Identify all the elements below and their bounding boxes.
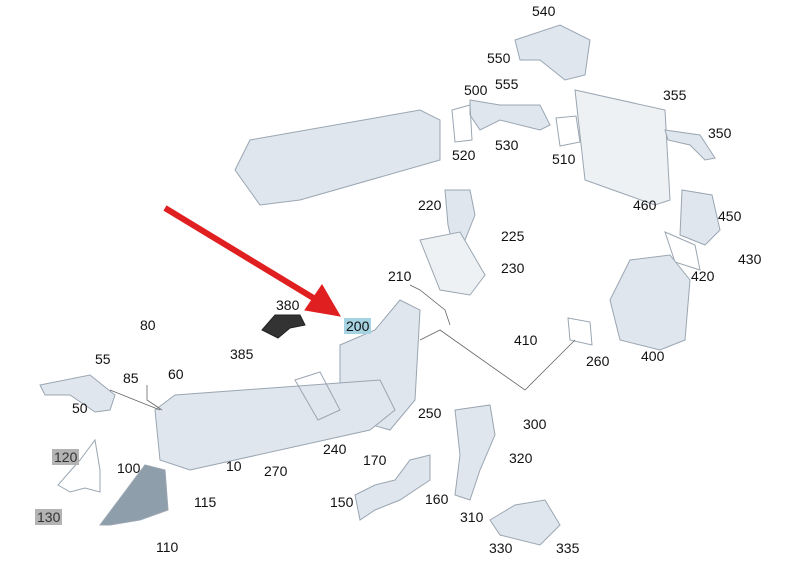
leader-line-210 — [409, 284, 451, 326]
heat-shield-550 — [514, 24, 591, 81]
label-150: 150 — [330, 494, 354, 510]
label-460: 460 — [633, 197, 657, 213]
label-430: 430 — [738, 251, 762, 267]
label-500: 500 — [464, 82, 488, 98]
label-310: 310 — [460, 509, 484, 525]
label-115: 115 — [194, 494, 217, 510]
bracket-120 — [57, 438, 101, 493]
leader-line-85 — [146, 385, 163, 411]
bracket-350 — [664, 129, 716, 161]
label-410: 410 — [514, 332, 538, 348]
label-385: 385 — [230, 346, 254, 362]
bracket-50 — [39, 374, 116, 413]
pipe-150 — [354, 454, 431, 521]
label-210: 210 — [388, 268, 412, 284]
leader-line-200 — [419, 329, 576, 391]
label-85: 85 — [123, 370, 139, 386]
valve-450 — [679, 189, 721, 246]
label-520: 520 — [452, 147, 476, 163]
label-320: 320 — [509, 450, 533, 466]
label-200-highlighted: 200 — [344, 318, 372, 334]
shield-330 — [489, 499, 561, 546]
exhaust-manifold — [234, 109, 441, 206]
label-50: 50 — [72, 400, 88, 416]
bracket-100 — [99, 464, 169, 526]
label-120-muted: 120 — [52, 449, 80, 465]
label-550: 550 — [487, 50, 511, 66]
label-100: 100 — [117, 460, 141, 476]
label-10: 10 — [226, 458, 242, 474]
label-260: 260 — [586, 353, 610, 369]
leader-line-50 — [109, 389, 161, 411]
hose-380 — [261, 314, 306, 339]
red-arrow — [163, 205, 341, 317]
label-240: 240 — [323, 441, 347, 457]
label-170: 170 — [363, 452, 387, 468]
cooler-10 — [154, 379, 396, 471]
label-555: 555 — [495, 76, 519, 92]
bracket-210-plate — [419, 231, 486, 296]
plate-460 — [574, 89, 671, 206]
label-160: 160 — [425, 491, 449, 507]
label-540: 540 — [532, 3, 556, 19]
label-350: 350 — [708, 125, 732, 141]
label-55: 55 — [95, 351, 111, 367]
label-380: 380 — [276, 297, 300, 313]
label-355: 355 — [663, 87, 687, 103]
gasket-240 — [294, 371, 341, 421]
pipe-500 — [469, 99, 551, 131]
label-510: 510 — [552, 151, 576, 167]
gasket-260 — [567, 317, 593, 346]
gasket-420 — [664, 231, 701, 271]
label-230: 230 — [501, 260, 525, 276]
label-530: 530 — [495, 137, 519, 153]
label-450: 450 — [718, 208, 742, 224]
label-110: 110 — [156, 539, 179, 555]
egr-valve-400 — [609, 254, 691, 351]
label-270: 270 — [264, 463, 288, 479]
label-225: 225 — [501, 228, 525, 244]
label-335: 335 — [556, 540, 580, 556]
label-330: 330 — [489, 540, 513, 556]
label-300: 300 — [523, 416, 547, 432]
gasket-510 — [555, 115, 581, 147]
label-60: 60 — [168, 366, 184, 382]
label-130-muted: 130 — [35, 509, 63, 525]
label-80: 80 — [140, 317, 156, 333]
label-250: 250 — [418, 405, 442, 421]
label-400: 400 — [641, 348, 665, 364]
label-220: 220 — [418, 197, 442, 213]
bracket-300 — [454, 404, 496, 501]
gasket-520 — [451, 104, 473, 143]
label-420: 420 — [691, 268, 715, 284]
